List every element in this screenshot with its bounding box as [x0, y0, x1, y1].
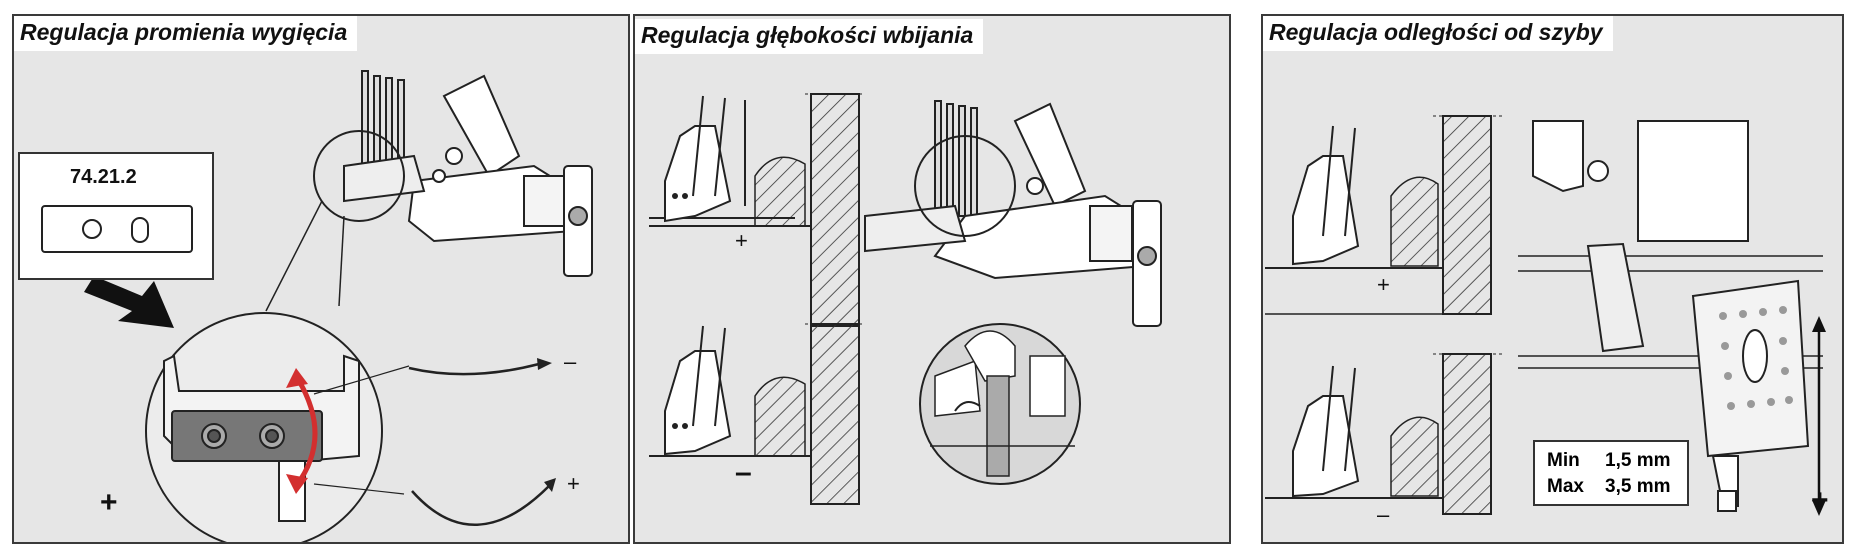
part-number: 74.21.2	[70, 166, 137, 188]
spec-min-label: Min	[1547, 450, 1580, 471]
curve-label-minus: –	[564, 349, 577, 374]
detail-marker-circle	[914, 135, 1016, 237]
curve-small-bend	[408, 362, 540, 376]
tool-drawing	[343, 70, 593, 277]
distance-minus-sign: –	[1377, 502, 1390, 527]
panel-title: Regulacja promienia wygięcia	[14, 16, 358, 51]
vertical-double-arrow-icon	[1812, 316, 1826, 516]
pointer-arrow-icon	[84, 276, 174, 328]
spec-row-max: Max 3,5 mm	[1547, 474, 1675, 500]
adjuster-closeup	[919, 323, 1081, 485]
spacer-plate-drawing	[41, 205, 193, 253]
spec-max-label: Max	[1547, 476, 1584, 497]
panel-title: Regulacja głębokości wbijania	[635, 19, 984, 54]
spec-row-min: Min 1,5 mm	[1547, 448, 1675, 474]
bend-radius-illustration	[84, 70, 593, 542]
depth-detail-top	[649, 93, 865, 327]
curve-label-plus: +	[567, 471, 580, 496]
panel-drive-depth: Regulacja głębokości wbijania + –	[633, 14, 1231, 544]
panel-title: Regulacja odległości od szyby	[1263, 16, 1613, 51]
curve-large-bend	[411, 485, 550, 526]
corner-plus-sign: +	[100, 486, 118, 519]
distance-detail-top	[1265, 115, 1503, 315]
depth-detail-bottom	[649, 323, 865, 505]
spec-max-value: 3,5 mm	[1605, 476, 1671, 497]
distance-detail-bottom	[1265, 353, 1503, 515]
part-card: 74.21.2	[18, 152, 214, 280]
drive-depth-illustration	[649, 93, 1162, 505]
depth-plus-sign: +	[735, 228, 748, 253]
red-curved-arrow-icon	[293, 374, 318, 488]
detail-bracket	[163, 354, 360, 522]
spec-min-value: 1,5 mm	[1605, 450, 1671, 471]
panel-bend-radius: Regulacja promienia wygięcia 74.21.2 – +…	[12, 14, 630, 544]
distance-spec-box: Min 1,5 mm Max 3,5 mm	[1533, 440, 1689, 506]
depth-minus-sign: –	[735, 456, 752, 489]
adjuster-assembly	[1518, 120, 1823, 512]
axis-plus-sign: +	[1811, 484, 1829, 517]
glass-distance-illustration	[1265, 115, 1826, 516]
tool-drawing	[864, 100, 1162, 327]
distance-plus-sign: +	[1377, 272, 1390, 297]
detail-marker-circle	[313, 130, 405, 222]
panel-glass-distance: Regulacja odległości od szyby + – + Min 1…	[1261, 14, 1844, 544]
